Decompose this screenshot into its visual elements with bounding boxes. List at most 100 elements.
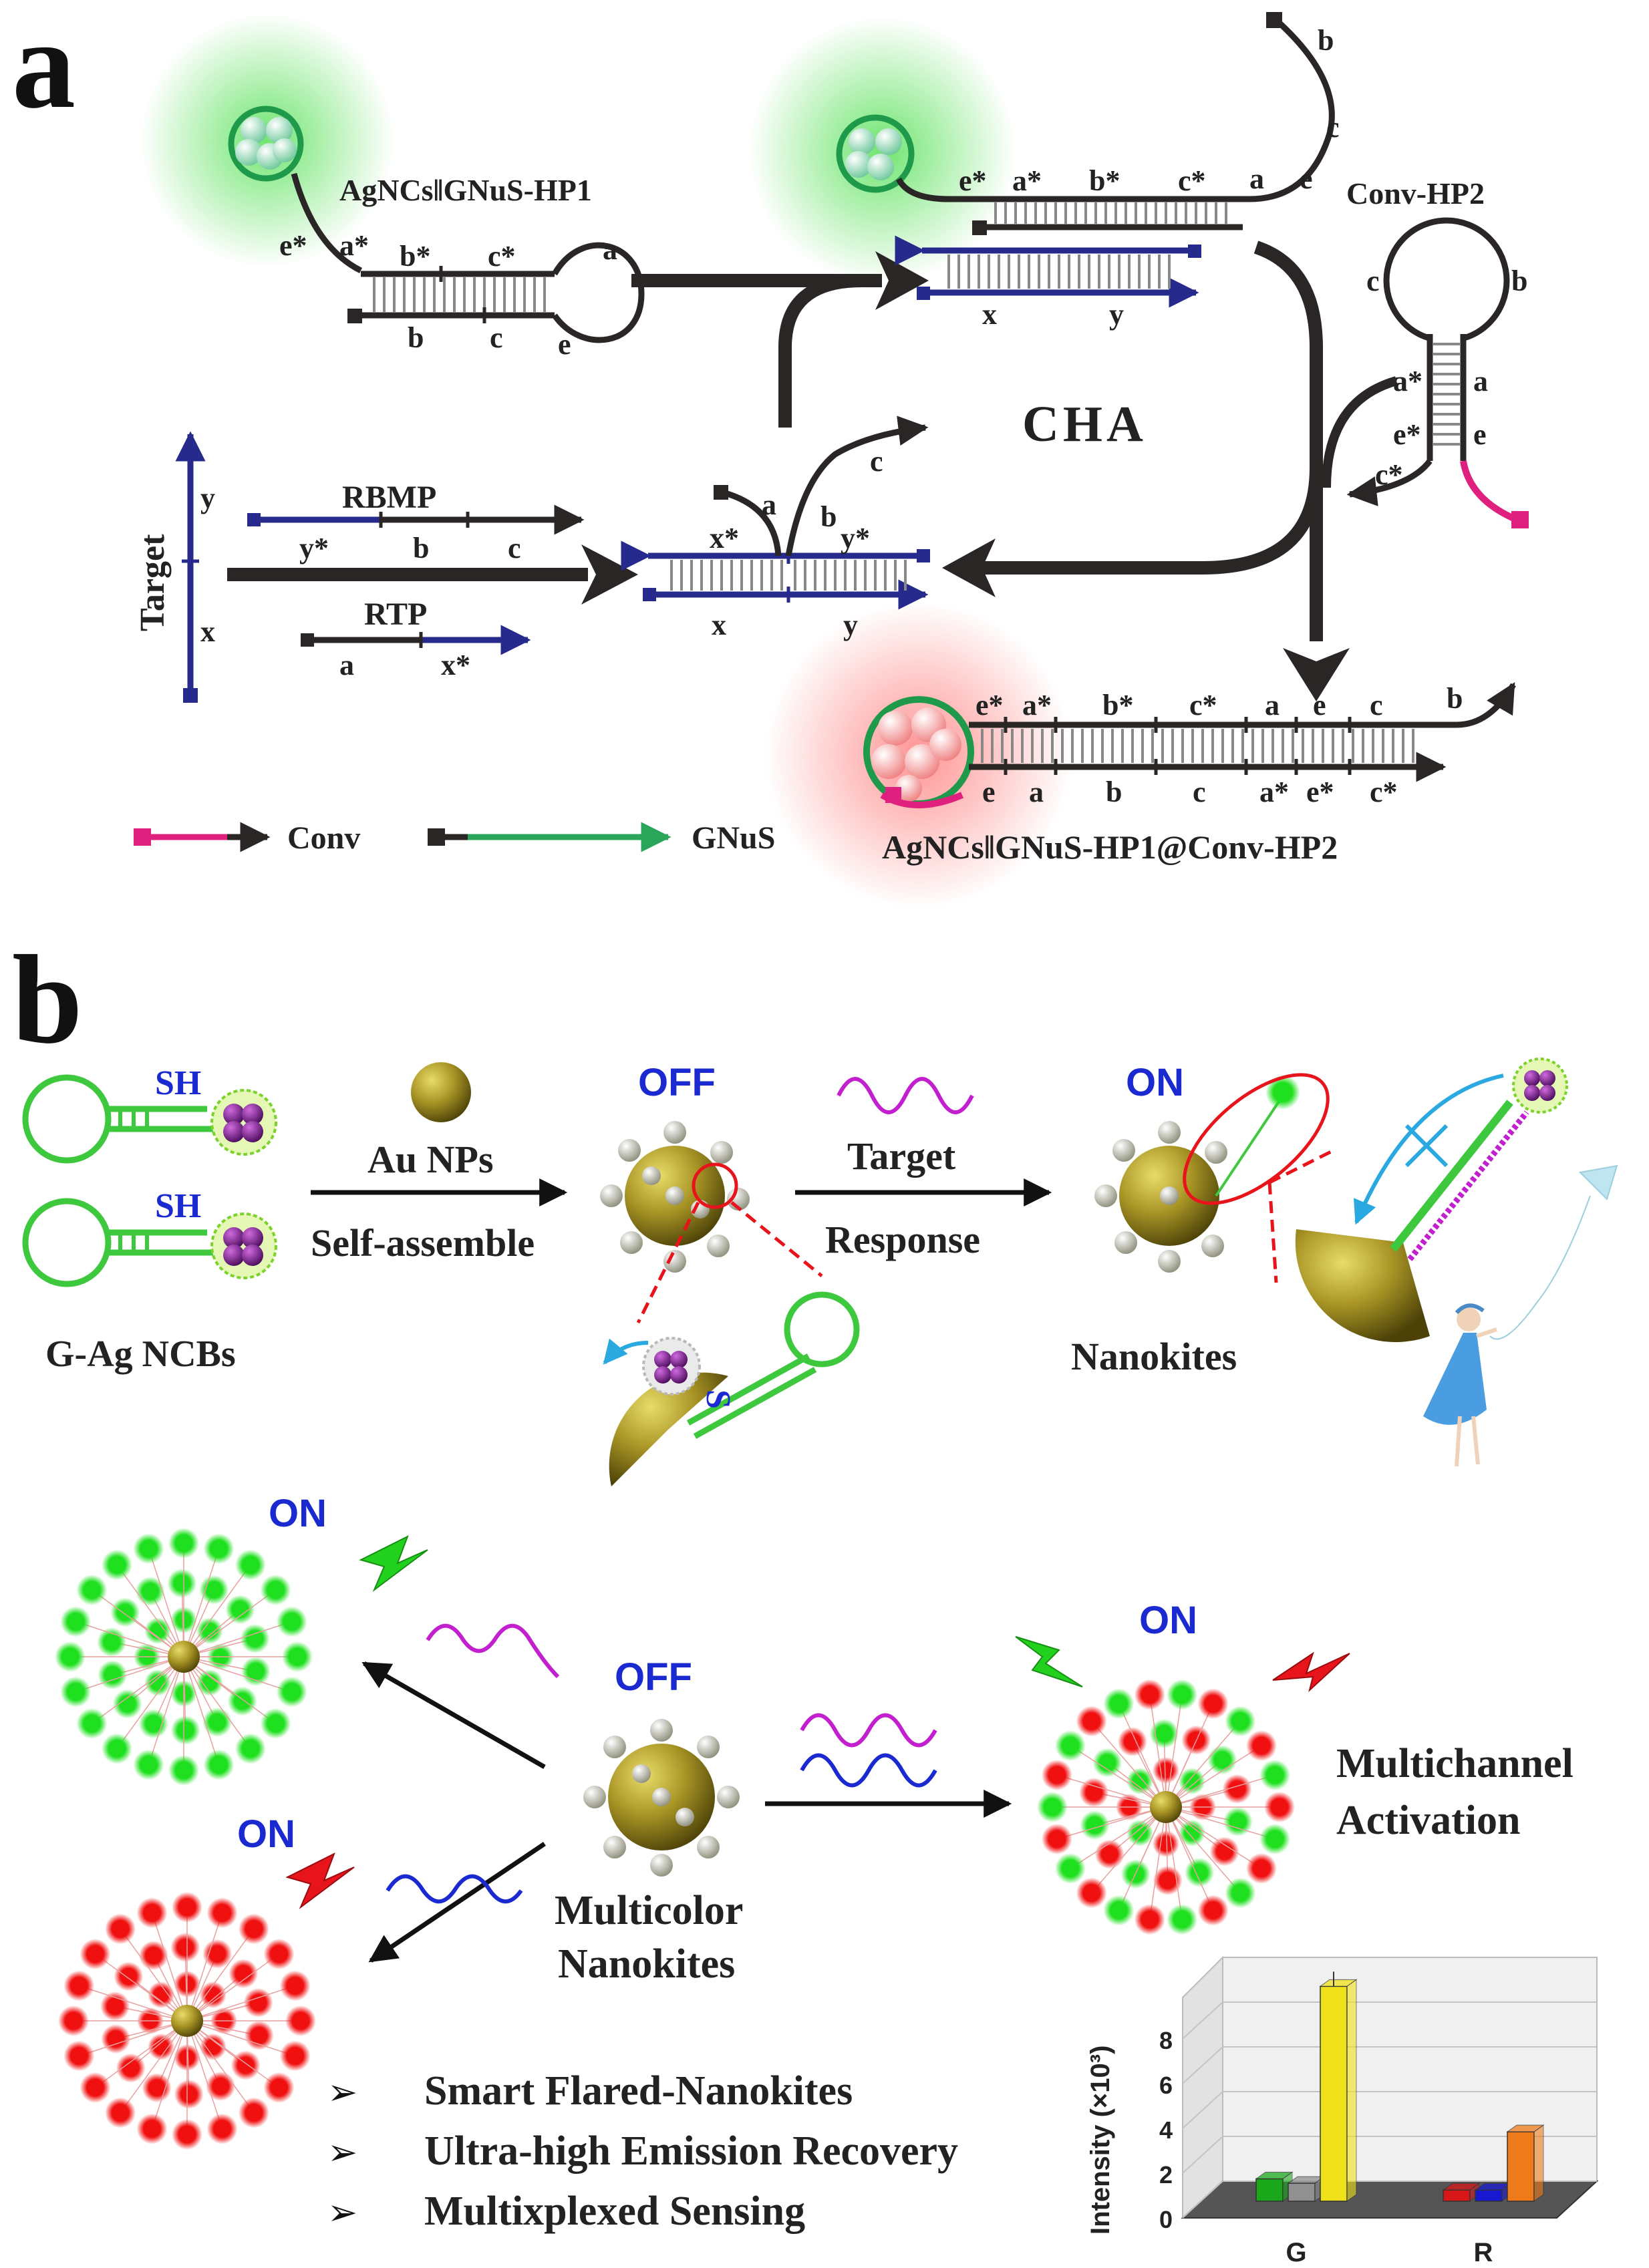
green-flare-dot	[60, 1606, 92, 1637]
green-flare-dot	[240, 1623, 270, 1653]
green-flare-dot	[199, 1575, 229, 1605]
green-flare-dot	[138, 1709, 168, 1739]
multi-flare-dot	[1223, 1806, 1253, 1836]
lbl-hp2-e: e	[1473, 418, 1487, 451]
red-flare-dot	[238, 1913, 269, 1945]
lbl-pr-b-top: b	[1447, 682, 1463, 715]
hp1-hairpin	[347, 242, 645, 343]
green-flare-dot	[202, 1707, 233, 1737]
bullet-icon-1: ➢	[327, 2072, 357, 2112]
lbl-cx-b: b	[1318, 24, 1334, 57]
lightning-green	[359, 1534, 428, 1593]
green-flare-dot	[102, 1733, 133, 1764]
red-flare-dot	[105, 2097, 136, 2128]
red-flare-dot	[114, 1961, 144, 1991]
red-flare-dot	[206, 2071, 236, 2101]
lbl-pr-astar-bot: a*	[1259, 776, 1289, 808]
off-label-top: OFF	[638, 1061, 716, 1104]
grid-line-side	[1182, 2091, 1223, 2129]
green-flare-tether	[183, 1621, 292, 1657]
chart-ylabel: Intensity (×10³)	[1086, 2046, 1115, 2235]
multi-flare-dot	[1209, 1836, 1239, 1867]
green-flare-tether	[183, 1549, 220, 1657]
red-flare-tether	[186, 2020, 255, 2113]
lbl-cx-x: x	[982, 298, 997, 331]
multi-flare-tether	[1118, 1704, 1167, 1808]
green-flare-dot	[276, 1676, 307, 1708]
lightning-multi-red	[1272, 1651, 1350, 1692]
red-flare-dot	[105, 1913, 136, 1945]
lbl-target-x: x	[200, 615, 215, 648]
multi-flare-dot	[1246, 1730, 1278, 1762]
hp1-label: AgNCs‖GNuS-HP1	[339, 173, 592, 207]
red-flare-dot	[80, 1939, 111, 1970]
multi-flare-dot	[1153, 1830, 1179, 1857]
red-flare	[58, 1892, 316, 2150]
lbl-hp2-cstar: c*	[1375, 458, 1403, 491]
agnc-cluster-hp1	[228, 106, 304, 182]
lbl-hp1-b: b	[408, 321, 424, 354]
multi-flare-dot	[1076, 1877, 1107, 1909]
lbl-cx-c: c	[1326, 111, 1340, 144]
multi-flare-dot	[1117, 1727, 1147, 1757]
multi-flare-dot	[1041, 1760, 1072, 1791]
bar-side	[1533, 2124, 1544, 2202]
panel-b-label: b	[12, 930, 83, 1070]
green-flare-dot	[203, 1533, 235, 1565]
multi-flare-tether	[1165, 1806, 1276, 1840]
multi-flare-tether	[1070, 1806, 1167, 1869]
sh-label-1: SH	[155, 1064, 201, 1102]
bar	[1443, 2189, 1471, 2202]
zoom-lines-off	[636, 1201, 823, 1324]
red-flare-tether	[151, 1913, 188, 2021]
lbl-hp1-c: c	[490, 321, 503, 354]
green-flare-dot	[235, 1549, 266, 1581]
cha-arrows	[227, 240, 1398, 641]
multi-flare-dot	[1222, 1774, 1252, 1804]
red-flare-tether	[186, 1953, 279, 2021]
panel-a-label: a	[12, 0, 76, 135]
red-flare-dot	[101, 2024, 131, 2054]
product-duplex	[969, 682, 1516, 782]
green-flare-dot	[282, 1641, 313, 1672]
lbl-tc-ystar: y*	[841, 522, 870, 554]
multi-flare-dot	[1103, 1688, 1135, 1720]
lbl-pr-a-top: a	[1265, 689, 1280, 721]
lbl-pr-e-top: e	[1313, 689, 1326, 721]
rtp-label: RTP	[364, 597, 427, 632]
g-ag-ncbs-label: G-Ag NCBs	[45, 1333, 236, 1375]
red-flare-dot	[263, 2072, 295, 2103]
lbl-hp2-c: c	[1366, 265, 1380, 297]
green-flare-dot	[276, 1606, 307, 1637]
green-flare-dot	[196, 1669, 223, 1696]
red-flare-dot	[63, 2040, 95, 2072]
legend-gnus	[428, 822, 671, 852]
lbl-rtp-a: a	[339, 649, 354, 681]
lbl-tc-a: a	[762, 488, 776, 521]
green-flare-dot	[144, 1617, 172, 1645]
multi-flare-dot	[1225, 1706, 1256, 1737]
lbl-pr-e-bot: e	[982, 776, 996, 808]
bar	[1255, 2178, 1284, 2202]
green-flare-tether	[148, 1656, 184, 1765]
legend-conv-label: Conv	[287, 820, 360, 856]
red-flare-dot	[148, 1981, 175, 2009]
lbl-pr-bstar-top: b*	[1102, 689, 1133, 721]
green-flare-dot	[225, 1595, 255, 1625]
red-flare-tether	[186, 1985, 295, 2021]
green-flare-dot	[196, 1617, 223, 1645]
lbl-cx-e: e	[1300, 162, 1313, 195]
target-strand	[175, 431, 206, 703]
multi-flare-dot	[1259, 1760, 1291, 1791]
multi-flare-dot	[1103, 1895, 1135, 1926]
multi-flare-dot	[1246, 1852, 1278, 1884]
zoom-lines-on	[1267, 1147, 1338, 1283]
green-flare-dot	[76, 1575, 108, 1606]
target-label: Target	[134, 534, 172, 631]
multi-flare-tether	[1091, 1721, 1167, 1808]
red-flare-dot	[148, 2033, 175, 2060]
y-tick-label: 6	[1159, 2072, 1173, 2099]
